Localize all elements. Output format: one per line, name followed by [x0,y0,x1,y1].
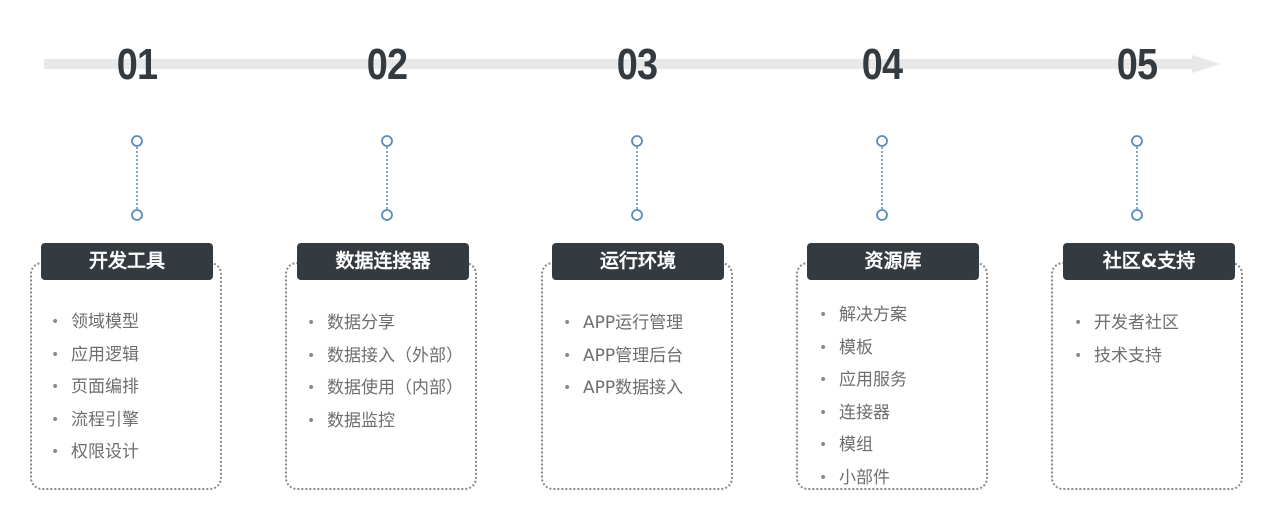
bottom-node-icon [131,209,143,221]
item-label: APP管理后台 [583,345,684,366]
list-item: • 连接器 [819,401,907,434]
list-item: • 数据分享 [307,311,463,344]
bullet-icon: • [819,372,828,388]
card-title: 数据连接器 [297,243,469,280]
item-label: 开发者社区 [1094,313,1179,333]
list-item: • 技术支持 [1074,344,1179,377]
item-label: APP运行管理 [583,313,684,333]
top-node-icon [131,135,143,147]
list-item: • 数据使用（内部） [307,376,463,409]
item-label: APP数据接入 [583,378,684,398]
bullet-icon: • [563,347,572,364]
step-number: 05 [1116,40,1158,89]
list-item: • 页面编排 [51,375,139,408]
top-node-icon [1131,135,1143,147]
item-label: 技术支持 [1094,345,1162,366]
bullet-icon: • [307,412,316,429]
connector [631,135,643,221]
item-list: • 领域模型 • 应用逻辑 • 页面编排 • 流程引擎 • 权限设计 [51,310,139,473]
bullet-icon: • [307,347,316,364]
item-list: • 开发者社区 • 技术支持 [1074,311,1179,376]
list-item: • 开发者社区 [1074,311,1179,344]
bullet-icon: • [51,346,60,363]
item-label: 连接器 [839,402,890,423]
item-label: 应用服务 [839,370,907,390]
timeline-arrow-shape [44,55,1220,73]
item-label: 解决方案 [839,305,907,325]
item-label: 模组 [839,435,873,455]
list-item: • 模板 [819,336,907,369]
item-label: 领域模型 [71,312,139,332]
item-list: • APP运行管理 • APP管理后台 • APP数据接入 [563,311,683,409]
connector [1131,135,1143,221]
card-title: 运行环境 [552,243,724,280]
bullet-icon: • [51,314,60,330]
bullet-icon: • [819,404,828,421]
bottom-node-icon [631,209,643,221]
item-label: 数据监控 [327,410,395,431]
bullet-icon: • [51,411,60,428]
list-item: • APP管理后台 [563,344,683,377]
list-item: • 模组 [819,433,907,466]
top-node-icon [381,135,393,147]
item-label: 小部件 [839,467,890,488]
card-title: 资源库 [807,243,979,280]
step-number: 02 [366,40,408,89]
bullet-icon: • [307,380,316,396]
item-label: 应用逻辑 [71,344,139,365]
list-item: • 解决方案 [819,303,907,336]
list-item: • 应用服务 [819,368,907,401]
list-item: • APP运行管理 [563,311,683,344]
bottom-node-icon [1131,209,1143,221]
list-item: • 权限设计 [51,440,139,473]
list-item: • 小部件 [819,466,907,499]
bullet-icon: • [819,469,828,486]
item-list: • 数据分享 • 数据接入（外部） • 数据使用（内部） • 数据监控 [307,311,463,441]
list-item: • 应用逻辑 [51,343,139,376]
bullet-icon: • [1074,347,1083,364]
list-item: • 数据接入（外部） [307,344,463,377]
connector [381,135,393,221]
step-number: 04 [861,40,903,89]
item-label: 数据使用（内部） [327,378,463,398]
bullet-icon: • [51,379,60,395]
item-label: 流程引擎 [71,409,139,430]
list-item: • 领域模型 [51,310,139,343]
card-title: 社区&支持 [1063,243,1235,280]
card-frame [1051,262,1243,490]
list-item: • 数据监控 [307,409,463,442]
step-number: 03 [616,40,658,89]
item-list: • 解决方案 • 模板 • 应用服务 • 连接器 • 模组 • 小部件 [819,303,907,498]
bullet-icon: • [51,444,60,460]
bullet-icon: • [563,315,572,331]
bullet-icon: • [819,339,828,356]
connector [876,135,888,221]
top-node-icon [631,135,643,147]
bullet-icon: • [307,315,316,331]
item-label: 数据接入（外部） [327,345,463,366]
item-label: 数据分享 [327,313,395,333]
connector [131,135,143,221]
bottom-node-icon [381,209,393,221]
bullet-icon: • [563,380,572,396]
bottom-node-icon [876,209,888,221]
step-number: 01 [116,40,158,89]
card-title: 开发工具 [41,243,213,280]
bullet-icon: • [819,437,828,453]
item-label: 权限设计 [71,442,139,462]
list-item: • APP数据接入 [563,376,683,409]
timeline-arrow [44,55,1220,73]
list-item: • 流程引擎 [51,408,139,441]
item-label: 模板 [839,337,873,358]
bullet-icon: • [819,307,828,323]
bullet-icon: • [1074,315,1083,331]
top-node-icon [876,135,888,147]
item-label: 页面编排 [71,377,139,397]
